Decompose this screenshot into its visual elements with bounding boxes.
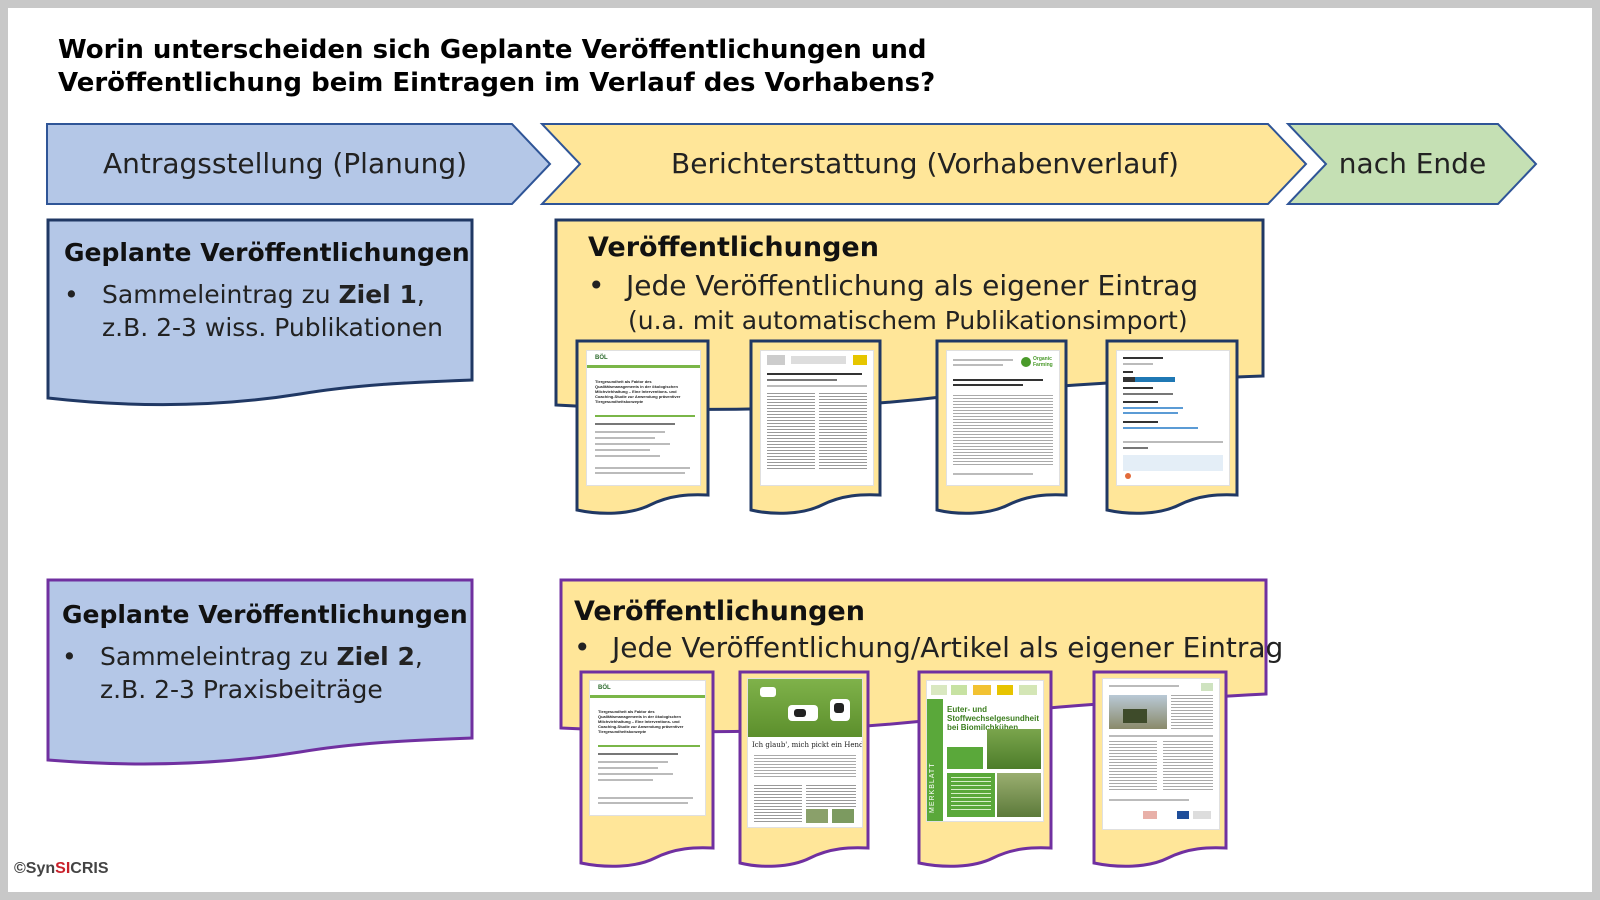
- planned-heading-row1: Geplante Veröffentlichungen: [64, 238, 470, 267]
- thumb-leaflet-title: Euter- und Stoffwechselgesundheit bei Bi…: [947, 705, 1040, 732]
- doc-thumbnail-5: BÖL Tiergesundheit als Faktor des Qualit…: [589, 680, 706, 816]
- phase-arrow-planning: [46, 123, 552, 205]
- planned-bullet-suffix-row1: ,: [416, 280, 425, 309]
- doc-thumbnail-8: [1102, 678, 1220, 830]
- copyright-accent: SI: [55, 860, 71, 877]
- thumb-org-label: BÖL: [595, 355, 608, 361]
- planned-bullet-line2-row2: z.B. 2-3 Praxisbeiträge: [100, 675, 383, 704]
- planned-bullet-row2: •Sammeleintrag zu Ziel 2,: [62, 642, 423, 671]
- publications-bullet-text-row2: Jede Veröffentlichung/Artikel als eigene…: [612, 631, 1284, 664]
- publications-bullet-row1: •Jede Veröffentlichung als eigener Eintr…: [588, 269, 1199, 302]
- doc-thumbnail-6: Ich glaub', mich pickt ein Hendl!: [747, 678, 863, 828]
- copyright-notice: ©SynSICRIS: [14, 860, 109, 878]
- publications-heading-row2: Veröffentlichungen: [574, 596, 865, 627]
- planned-bullet-suffix-row2: ,: [414, 642, 423, 671]
- title-line-1: Worin unterscheiden sich Geplante Veröff…: [58, 35, 927, 65]
- publications-bullet-text-row1: Jede Veröffentlichung als eigener Eintra…: [626, 269, 1199, 302]
- publications-heading-row1: Veröffentlichungen: [588, 232, 879, 263]
- page-title: Worin unterscheiden sich Geplante Veröff…: [58, 34, 1158, 100]
- publications-bullet-line2-row1: (u.a. mit automatischem Publikationsimpo…: [628, 306, 1188, 335]
- thumb-doc-title: Tiergesundheit als Faktor des Qualitätsm…: [595, 379, 681, 404]
- title-line-2: Veröffentlichung beim Eintragen im Verla…: [58, 68, 936, 98]
- publications-bullet-row2: •Jede Veröffentlichung/Artikel als eigen…: [574, 631, 1284, 664]
- thumb-doc-title-2: Tiergesundheit als Faktor des Qualitätsm…: [598, 709, 684, 734]
- doc-thumbnail-2: [760, 350, 874, 486]
- phase-arrow-reporting: [539, 123, 1308, 205]
- planned-bullet-row1: •Sammeleintrag zu Ziel 1,: [64, 280, 425, 309]
- thumb-headline: Ich glaub', mich pickt ein Hendl!: [752, 741, 863, 749]
- thumb-org-label-2: BÖL: [598, 685, 611, 691]
- planned-box-row1: [46, 218, 474, 407]
- copyright-prefix: ©Syn: [14, 860, 56, 877]
- copyright-suffix: CRIS: [70, 860, 109, 877]
- phase-label-after: nach Ende: [1338, 147, 1487, 180]
- planned-bullet-goal-row2: Ziel 2: [336, 642, 415, 671]
- planned-bullet-line2-row1: z.B. 2-3 wiss. Publikationen: [102, 313, 443, 342]
- thumb-brand-label: Organic Farming: [1033, 356, 1053, 368]
- planned-box-row2: [46, 578, 474, 766]
- planned-bullet-prefix-row2: Sammeleintrag zu: [100, 642, 337, 671]
- phase-arrow-after: [1285, 123, 1538, 205]
- doc-thumbnail-1: BÖL Tiergesundheit als Faktor des Qualit…: [586, 350, 701, 486]
- doc-thumbnail-4: [1116, 350, 1230, 486]
- phase-label-reporting: Berichterstattung (Vorhabenverlauf): [671, 147, 1179, 180]
- planned-bullet-prefix-row1: Sammeleintrag zu: [102, 280, 339, 309]
- thumb-side-label: MERKBLATT: [929, 762, 936, 814]
- doc-thumbnail-3: Organic Farming: [946, 350, 1060, 486]
- planned-bullet-goal-row1: Ziel 1: [338, 280, 417, 309]
- doc-thumbnail-7: MERKBLATT Euter- und Stoffwechselgesundh…: [926, 680, 1044, 822]
- planned-heading-row2: Geplante Veröffentlichungen: [62, 600, 468, 629]
- phase-label-planning: Antragsstellung (Planung): [102, 147, 468, 180]
